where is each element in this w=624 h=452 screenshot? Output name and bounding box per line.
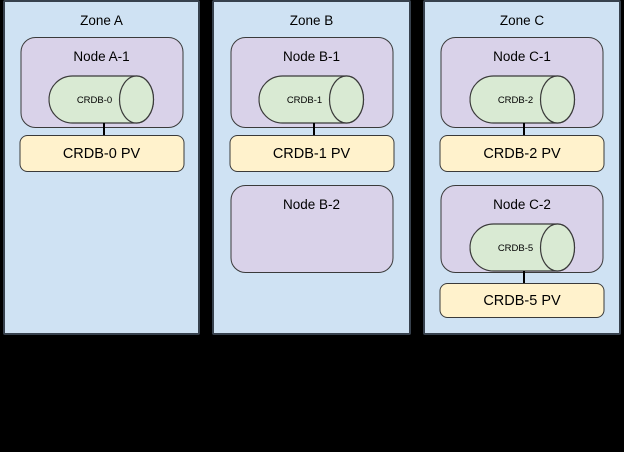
crdb-1-pv-box: CRDB-1 PV [229, 135, 394, 172]
crdb-2-cylinder-icon: CRDB-2 [469, 75, 575, 124]
zone-title: Zone C [499, 13, 545, 28]
node-c1-box: Node C-1 CRDB-2 [440, 37, 604, 128]
zone-title: Zone A [80, 13, 123, 28]
zone-a-panel: Zone A Node A-1 CRDB-0 CRDB-0 PV [3, 0, 200, 335]
connector-line [312, 123, 315, 135]
crdb-5-cylinder-icon: CRDB-5 [469, 223, 575, 272]
connector-line [523, 271, 525, 283]
node-title: Node C-2 [493, 197, 551, 212]
node-title: Node B-1 [282, 49, 341, 64]
node-title: Node A-1 [73, 49, 130, 64]
pv-label: CRDB-0 PV [62, 145, 141, 162]
cylinder-label: CRDB-5 [497, 243, 532, 254]
crdb-1-cylinder-icon: CRDB-1 [258, 75, 365, 124]
node-title: Node C-1 [493, 49, 551, 64]
cylinder-label: CRDB-2 [497, 95, 532, 106]
crdb-0-cylinder-icon: CRDB-0 [48, 75, 155, 124]
zone-b-panel: Zone B Node B-1 CRDB-1 CRDB-1 PV Node B-… [212, 0, 411, 335]
node-a1-box: Node A-1 CRDB-0 [20, 37, 183, 128]
zone-title: Zone B [289, 13, 334, 28]
crdb-2-pv-box: CRDB-2 PV [439, 135, 605, 172]
crdb-0-pv-box: CRDB-0 PV [19, 135, 184, 172]
connector-line [523, 123, 525, 135]
zone-c-panel: Zone C Node C-1 CRDB-2 CRDB-2 PV Node C-… [423, 0, 621, 335]
crdb-5-pv-box: CRDB-5 PV [439, 283, 605, 318]
connector-line [102, 123, 105, 135]
node-b2-box: Node B-2 [230, 185, 393, 273]
pv-label: CRDB-2 PV [483, 145, 561, 162]
pv-label: CRDB-5 PV [483, 292, 561, 309]
node-title: Node B-2 [282, 197, 341, 212]
node-b1-box: Node B-1 CRDB-1 [230, 37, 393, 128]
node-c2-box: Node C-2 CRDB-5 [440, 185, 604, 273]
pv-label: CRDB-1 PV [272, 145, 351, 162]
cylinder-label: CRDB-1 [287, 95, 322, 106]
cylinder-label: CRDB-0 [77, 95, 112, 106]
